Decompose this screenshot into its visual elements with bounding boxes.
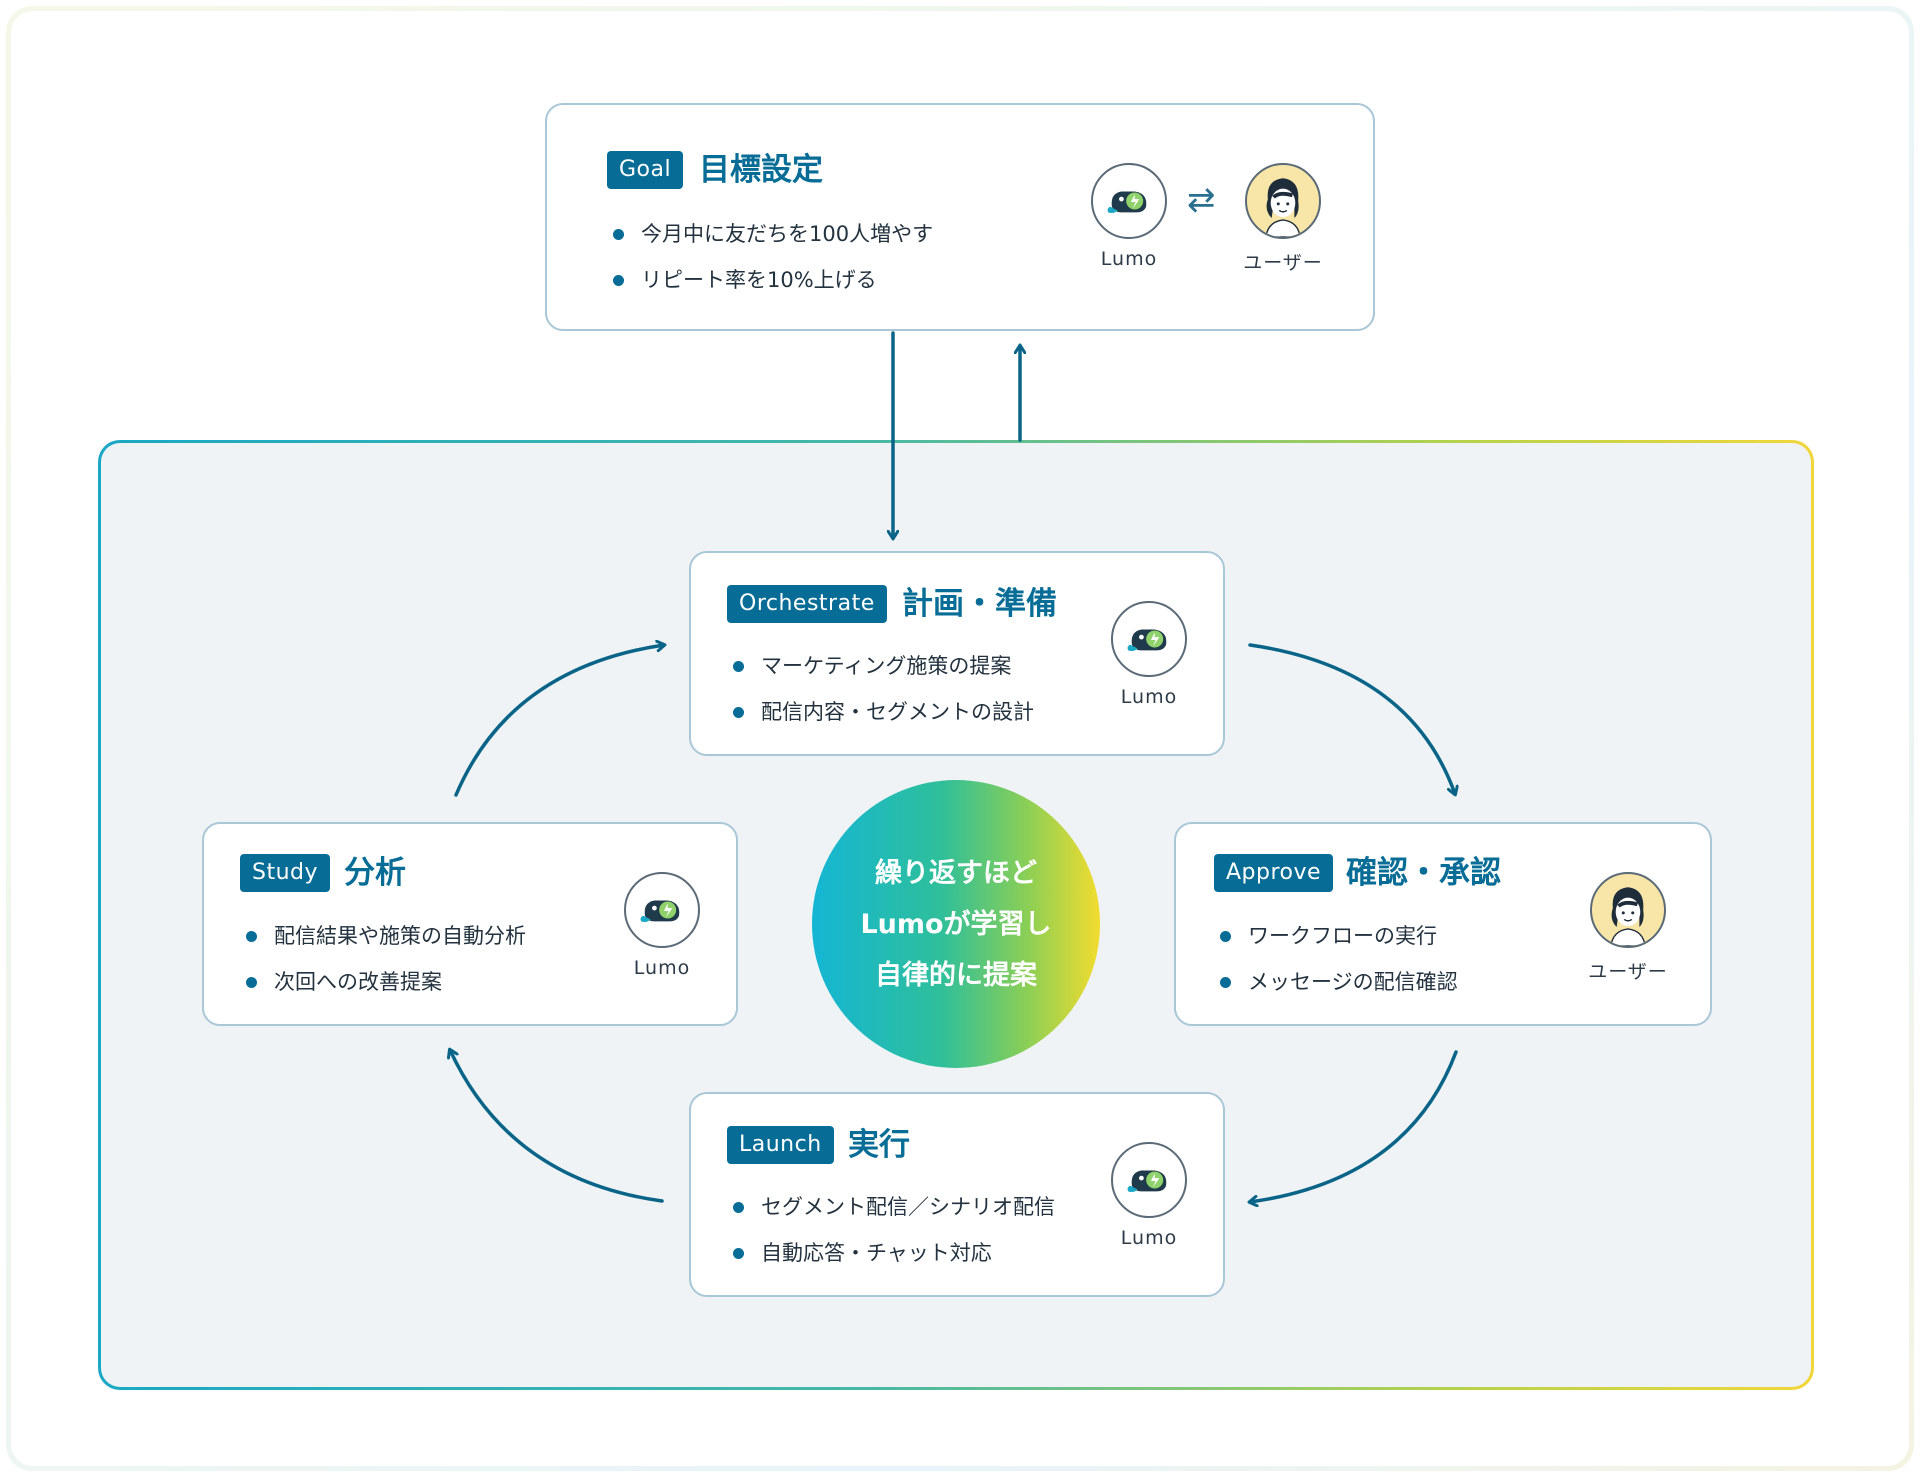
goal-user-label: ユーザー xyxy=(1243,252,1323,274)
approve-agent-label: ユーザー xyxy=(1588,961,1668,983)
user-avatar-icon xyxy=(1590,872,1666,948)
center-learning-circle: 繰り返すほど Lumoが学習し 自律的に提案 xyxy=(812,780,1100,1068)
launch-agent-label: Lumo xyxy=(1120,1227,1178,1249)
study-bullet-1: 配信結果や施策の自動分析 xyxy=(242,913,526,959)
launch-bullets: セグメント配信／シナリオ配信 自動応答・チャット対応 xyxy=(729,1184,1055,1276)
lumo-icon xyxy=(1111,1142,1187,1218)
approve-bullet-2: メッセージの配信確認 xyxy=(1216,959,1458,1005)
center-line-2: Lumoが学習し xyxy=(860,908,1052,940)
study-agent-label: Lumo xyxy=(633,957,691,979)
approve-card: Approve 確認・承認 ワークフローの実行 メッセージの配信確認 ユーザー xyxy=(1174,822,1712,1026)
goal-title: 目標設定 xyxy=(699,152,823,188)
approve-bullet-1: ワークフローの実行 xyxy=(1216,913,1458,959)
swap-arrows-icon: ⇄ xyxy=(1187,180,1216,220)
goal-tag: Goal xyxy=(607,151,684,189)
goal-lumo-label: Lumo xyxy=(1100,248,1158,270)
study-tag: Study xyxy=(240,854,331,892)
launch-bullet-2: 自動応答・チャット対応 xyxy=(729,1230,1055,1276)
lumo-icon xyxy=(624,872,700,948)
orchestrate-tag: Orchestrate xyxy=(727,585,887,623)
launch-card: Launch 実行 セグメント配信／シナリオ配信 自動応答・チャット対応 Lum… xyxy=(689,1092,1225,1297)
goal-bullet-2: リピート率を10%上げる xyxy=(609,257,933,303)
launch-bullet-1: セグメント配信／シナリオ配信 xyxy=(729,1184,1055,1230)
orchestrate-agent-label: Lumo xyxy=(1120,686,1178,708)
user-avatar-icon xyxy=(1245,163,1321,239)
approve-bullets: ワークフローの実行 メッセージの配信確認 xyxy=(1216,913,1458,1005)
goal-bullets: 今月中に友だちを100人増やす リピート率を10%上げる xyxy=(609,211,933,303)
study-bullet-2: 次回への改善提案 xyxy=(242,959,526,1005)
goal-bullet-1: 今月中に友だちを100人増やす xyxy=(609,211,933,257)
orchestrate-bullets: マーケティング施策の提案 配信内容・セグメントの設計 xyxy=(729,643,1034,735)
center-line-3: 自律的に提案 xyxy=(875,959,1037,991)
approve-tag: Approve xyxy=(1214,854,1334,892)
study-card: Study 分析 配信結果や施策の自動分析 次回への改善提案 Lumo xyxy=(202,822,738,1026)
center-line-1: 繰り返すほど xyxy=(875,857,1037,889)
launch-title: 実行 xyxy=(848,1127,910,1163)
lumo-icon xyxy=(1091,163,1167,239)
launch-tag: Launch xyxy=(727,1126,834,1164)
approve-title: 確認・承認 xyxy=(1346,855,1501,891)
orchestrate-bullet-2: 配信内容・セグメントの設計 xyxy=(729,689,1034,735)
orchestrate-card: Orchestrate 計画・準備 マーケティング施策の提案 配信内容・セグメン… xyxy=(689,551,1225,756)
orchestrate-bullet-1: マーケティング施策の提案 xyxy=(729,643,1034,689)
lumo-icon xyxy=(1111,601,1187,677)
study-bullets: 配信結果や施策の自動分析 次回への改善提案 xyxy=(242,913,526,1005)
study-title: 分析 xyxy=(344,855,406,891)
goal-card: Goal 目標設定 今月中に友だちを100人増やす リピート率を10%上げる L… xyxy=(545,103,1375,331)
orchestrate-title: 計画・準備 xyxy=(902,586,1057,622)
